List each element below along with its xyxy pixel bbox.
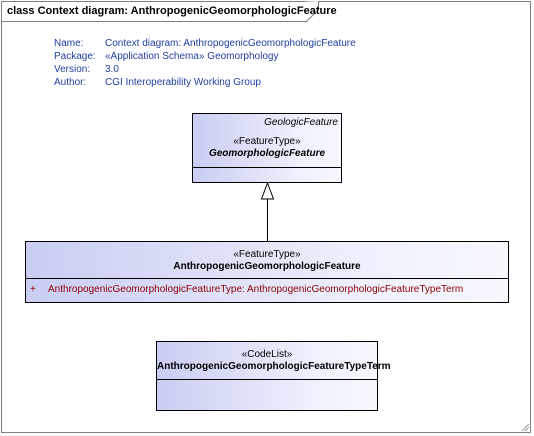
class-name: GeomorphologicFeature bbox=[208, 148, 326, 159]
attribute-row[interactable]: + AnthropogenicGeomorphologicFeatureType:… bbox=[26, 283, 508, 296]
meta-key-author: Author: bbox=[54, 77, 87, 88]
class-geomorphologic-feature[interactable]: GeologicFeature «FeatureType» Geomorphol… bbox=[192, 113, 342, 183]
meta-key-package: Package: bbox=[54, 51, 96, 62]
meta-key-name: Name: bbox=[54, 38, 84, 49]
class-stereotype: «FeatureType» bbox=[233, 136, 301, 147]
meta-value-version: 3.0 bbox=[105, 64, 119, 75]
class-attributes-section bbox=[157, 380, 377, 410]
meta-row-version: Version: 3.0 bbox=[54, 63, 356, 76]
diagram-metadata: Name: Context diagram: AnthropogenicGeom… bbox=[54, 37, 356, 89]
meta-row-package: Package: «Application Schema» Geomorphol… bbox=[54, 50, 356, 63]
resize-grip-icon[interactable] bbox=[520, 422, 530, 432]
attribute-text: AnthropogenicGeomorphologicFeatureType: … bbox=[48, 284, 464, 295]
diagram-title: class Context diagram: AnthropogenicGeom… bbox=[7, 5, 337, 17]
class-stereotype: «FeatureType» bbox=[233, 249, 301, 260]
meta-row-name: Name: Context diagram: AnthropogenicGeom… bbox=[54, 37, 356, 50]
class-header: GeologicFeature «FeatureType» Geomorphol… bbox=[193, 114, 341, 168]
parent-class-label: GeologicFeature bbox=[264, 117, 338, 128]
class-header: «CodeList» AnthropogenicGeomorphologicFe… bbox=[157, 342, 391, 380]
class-anthropogenic-geomorphologic-feature[interactable]: «FeatureType» AnthropogenicGeomorphologi… bbox=[25, 241, 509, 303]
attribute-visibility: + bbox=[30, 284, 36, 295]
frame-tab-outline bbox=[1, 1, 319, 22]
class-name: AnthropogenicGeomorphologicFeatureTypeTe… bbox=[157, 361, 391, 372]
generalization-arrowhead bbox=[260, 181, 275, 200]
class-attributes-section: + AnthropogenicGeomorphologicFeatureType:… bbox=[26, 279, 508, 300]
meta-value-name: Context diagram: AnthropogenicGeomorphol… bbox=[105, 38, 356, 49]
class-stereotype: «CodeList» bbox=[241, 349, 293, 360]
meta-key-version: Version: bbox=[54, 64, 91, 75]
class-name: AnthropogenicGeomorphologicFeature bbox=[173, 261, 361, 272]
meta-value-package: «Application Schema» Geomorphology bbox=[105, 51, 279, 62]
meta-value-author: CGI Interoperability Working Group bbox=[105, 77, 261, 88]
class-anthropogenic-geomorphologic-feature-type-term[interactable]: «CodeList» AnthropogenicGeomorphologicFe… bbox=[156, 341, 391, 411]
class-header: «FeatureType» AnthropogenicGeomorphologi… bbox=[26, 242, 508, 279]
meta-row-author: Author: CGI Interoperability Working Gro… bbox=[54, 76, 356, 89]
class-attributes-section bbox=[193, 168, 341, 182]
